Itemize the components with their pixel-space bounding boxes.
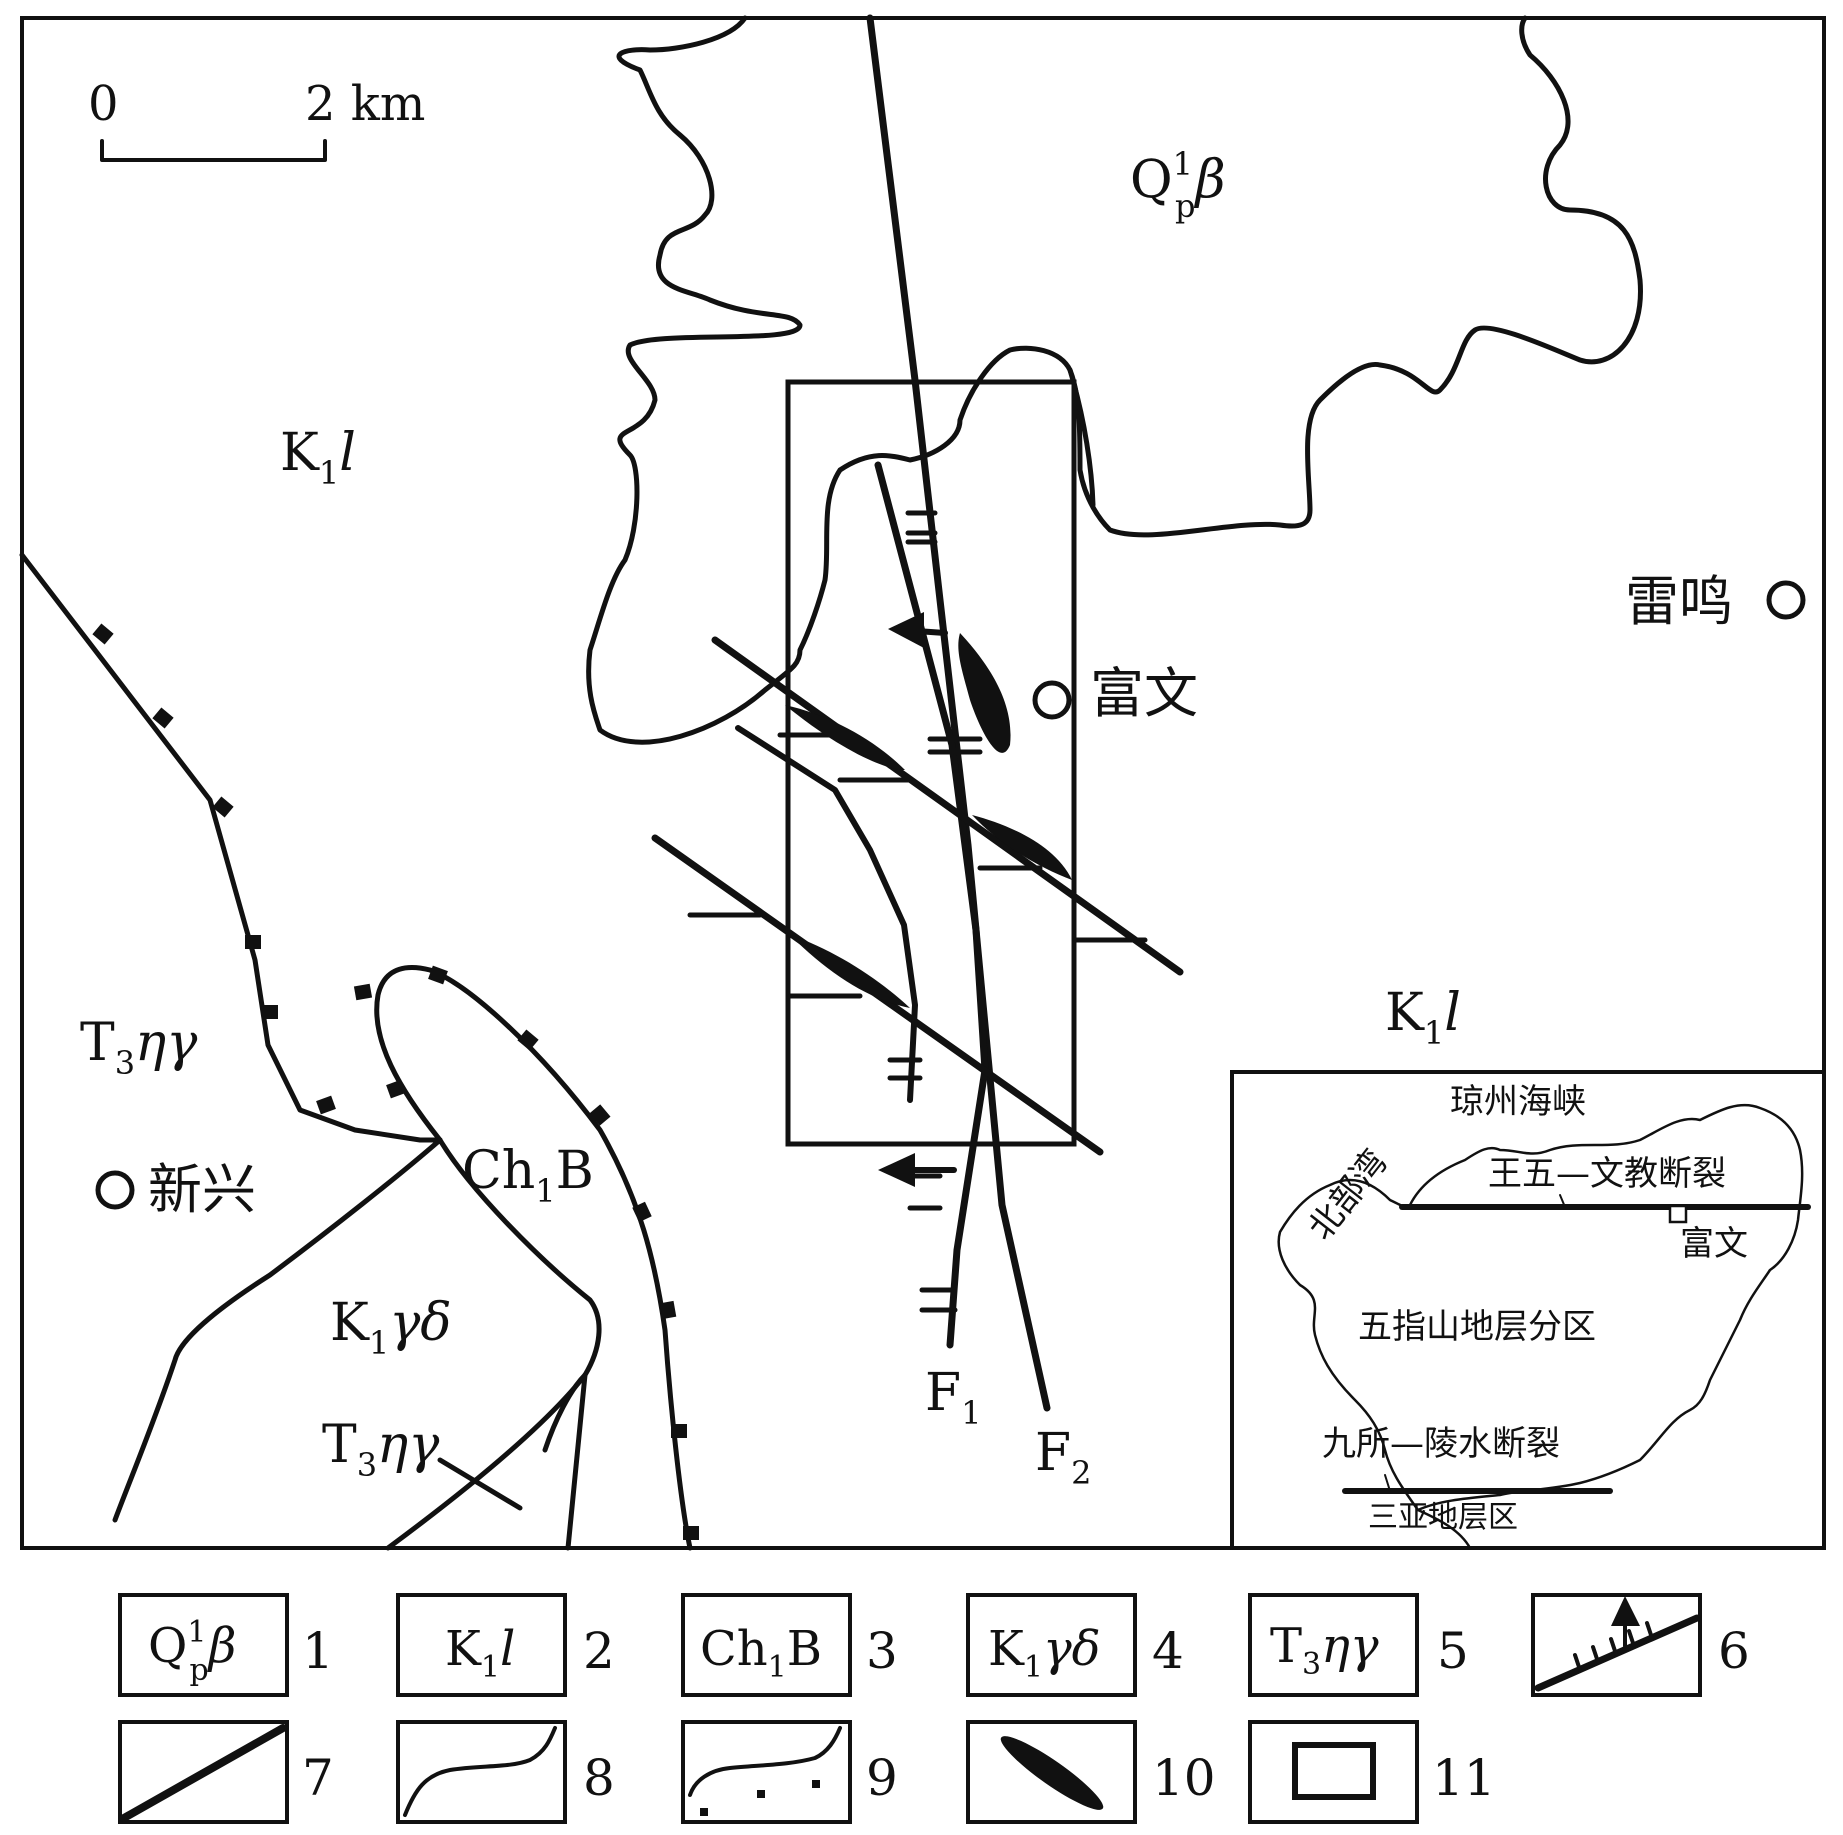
svg-text:8: 8: [583, 1749, 615, 1807]
inset-label-fault-south: 九所—陵水断裂: [1322, 1424, 1560, 1464]
inset-map: 琼州海峡 北部湾 王五—文教断裂 富文 五指山地层分区 九所—陵水断裂 三亚地层…: [1230, 1070, 1826, 1550]
scale-end: 2 km: [305, 76, 425, 132]
fault-label-f1: F1: [925, 1363, 981, 1432]
inset-frame: [1230, 1070, 1826, 1550]
svg-text:6: 6: [1718, 1622, 1750, 1680]
legend-item-6: 6: [1531, 1593, 1750, 1697]
ch1b-inner-boundary: [437, 1137, 602, 1453]
inset-leader-north: [1559, 1194, 1566, 1208]
svg-text:K1l: K1l: [280, 423, 356, 492]
legend-item-2: K1l 2: [396, 1593, 615, 1697]
fault-arrows: [878, 612, 957, 1187]
svg-text:K1l: K1l: [445, 1621, 515, 1685]
unit-label-t3-west: T3ηγ: [80, 1013, 198, 1082]
place-label-fuwen: 富文: [1090, 662, 1198, 725]
hainan-coast-south-tail: [1416, 1508, 1472, 1550]
fault-branch: [735, 725, 918, 1103]
legend-item-3: Ch1B 3: [681, 1593, 898, 1697]
svg-text:5: 5: [1437, 1622, 1469, 1680]
thrust-boundary-west: [19, 552, 443, 1143]
svg-text:T3ηγ: T3ηγ: [322, 1415, 440, 1484]
inset-label-wuzhishan: 五指山地层分区: [1358, 1307, 1596, 1347]
inset-label-strait: 琼州海峡: [1450, 1082, 1586, 1122]
svg-text:T3ηγ: T3ηγ: [1270, 1618, 1379, 1682]
place-leiming: 雷鸣: [1625, 570, 1806, 633]
unit-label-k1l-north: K1l: [280, 423, 356, 492]
ore-bodies: [785, 633, 1072, 1008]
legend-item-4: K1γδ 4: [966, 1593, 1184, 1697]
svg-text:1: 1: [302, 1622, 334, 1680]
fault-f1-line: [874, 461, 989, 1349]
inset-label-sanya: 三亚地层区: [1368, 1500, 1518, 1535]
svg-text:3: 3: [866, 1622, 898, 1680]
unit-label-k1l-east: K1l: [1385, 983, 1461, 1052]
fault-label-f2: F2: [1035, 1423, 1091, 1492]
svg-text:T3ηγ: T3ηγ: [80, 1013, 198, 1082]
svg-text:2: 2: [583, 1622, 615, 1680]
legend-item-8: 8: [396, 1720, 615, 1824]
svg-text:7: 7: [302, 1749, 334, 1807]
place-label-xinxing: 新兴: [148, 1158, 256, 1221]
svg-text:9: 9: [866, 1749, 898, 1807]
inset-leader-south: [1384, 1474, 1391, 1492]
svg-text:11: 11: [1432, 1749, 1496, 1807]
dike-line: [437, 1457, 523, 1511]
hainan-coastline: [1277, 1103, 1804, 1512]
svg-text:K1γδ: K1γδ: [988, 1621, 1101, 1685]
place-label-leiming: 雷鸣: [1625, 570, 1733, 633]
map-frame: [20, 16, 1826, 1550]
nw-fault-upper: [711, 636, 1184, 976]
legend-item-5: T3ηγ 5: [1248, 1593, 1469, 1697]
svg-text:K1γδ: K1γδ: [330, 1293, 452, 1362]
basalt-boundary: [586, 15, 1643, 745]
inset-label-fault-north: 王五—文教断裂: [1488, 1154, 1726, 1194]
svg-text:Ch1B: Ch1B: [462, 1141, 594, 1210]
unit-label-k1gd: K1γδ: [330, 1293, 452, 1362]
unit-label-ch1b: Ch1B: [462, 1141, 594, 1210]
t3-lower-boundary: [565, 1372, 588, 1551]
scale-bar: 0 2 km: [88, 76, 425, 162]
svg-text:10: 10: [1152, 1749, 1216, 1807]
svg-text:K1l: K1l: [1385, 983, 1461, 1052]
thrust-ticks-ch1b: [353, 965, 699, 1540]
svg-text:4: 4: [1152, 1622, 1184, 1680]
place-xinxing: 新兴: [95, 1158, 256, 1221]
inset-fuwen-marker: [1668, 1204, 1688, 1224]
svg-text:Ch1B: Ch1B: [700, 1621, 822, 1685]
legend-item-7: 7: [118, 1720, 334, 1824]
unit-label-t3-south: T3ηγ: [322, 1415, 440, 1484]
place-fuwen: 富文: [1032, 662, 1198, 725]
k1gd-lower-boundary: [385, 1372, 588, 1551]
k1gd-boundary: [112, 1137, 443, 1523]
thrust-ticks-west: [92, 623, 406, 1115]
legend-item-9: 9: [681, 1720, 898, 1824]
scale-start: 0: [88, 76, 119, 132]
legend-item-11: 11: [1248, 1720, 1496, 1824]
legend-item-10: 10: [966, 1720, 1216, 1824]
ch1b-boundary: [374, 965, 693, 1551]
inset-label-fuwen: 富文: [1680, 1224, 1748, 1264]
fault-f2-line: [866, 14, 1051, 1412]
